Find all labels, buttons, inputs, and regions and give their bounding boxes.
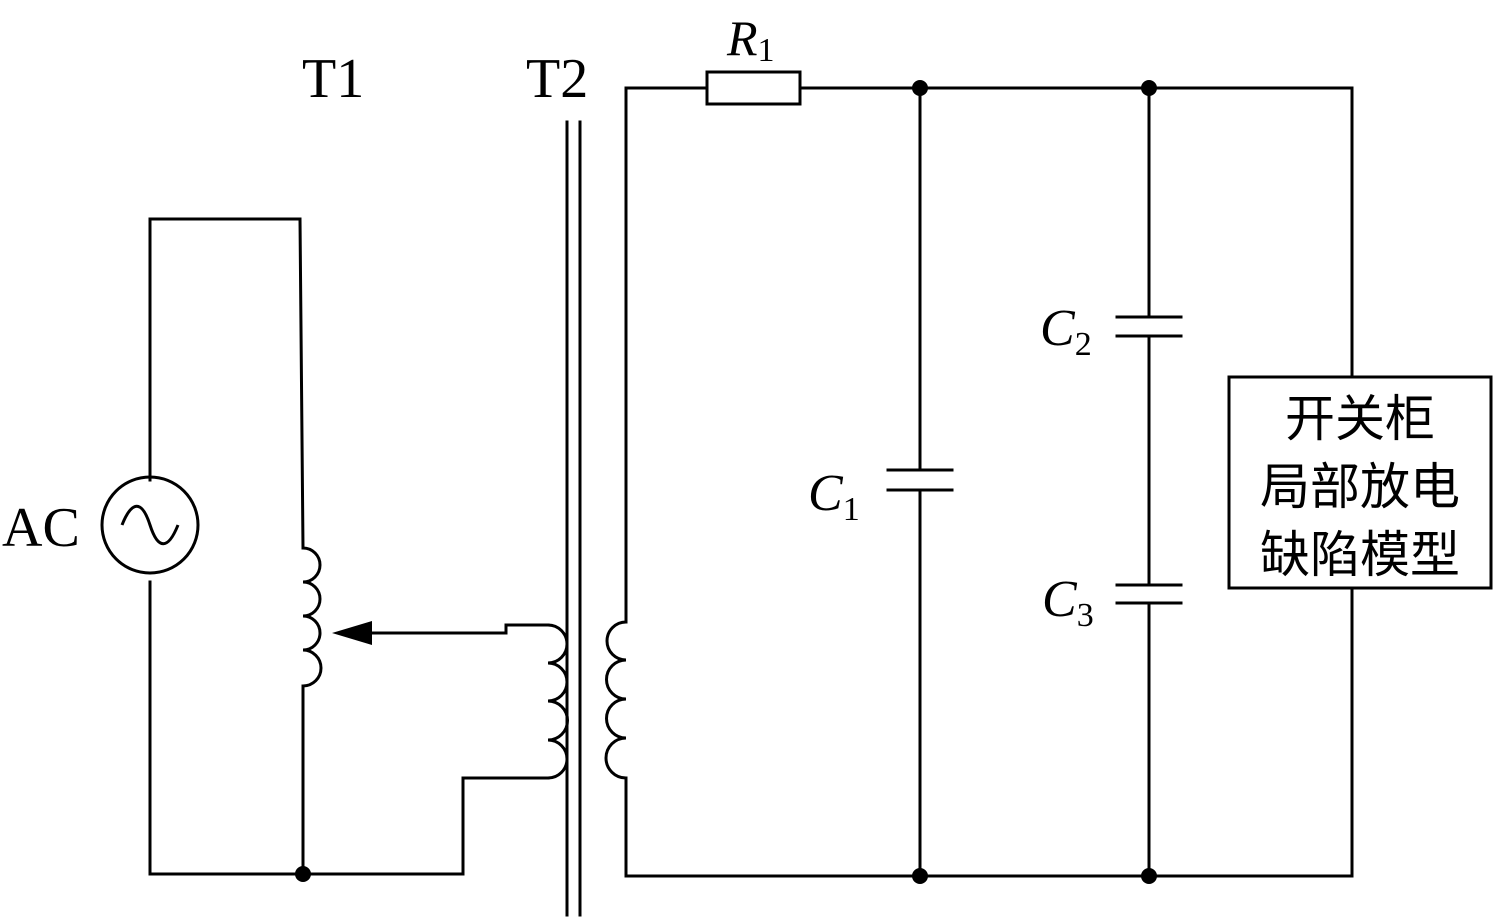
test-object-box — [1227, 375, 1493, 590]
junction-dot — [912, 868, 928, 884]
t2-label: T2 — [526, 48, 588, 110]
t2-secondary-winding — [604, 620, 627, 780]
c3-label: C3 — [1042, 571, 1094, 634]
junction-dot — [1141, 80, 1157, 96]
test-object-line-3: 缺陷模型 — [1260, 526, 1460, 584]
t1-variac-coil — [302, 546, 323, 688]
ac-label: AC — [2, 497, 80, 559]
junction-dot — [1141, 868, 1157, 884]
junction-dot — [912, 80, 928, 96]
c1-label: C1 — [808, 465, 860, 528]
t2-primary-winding — [547, 623, 569, 780]
capacitor-c2 — [1115, 86, 1183, 587]
capacitor-c1 — [886, 86, 954, 878]
c2-label: C2 — [1040, 300, 1092, 363]
r1-label: R1 — [726, 10, 775, 69]
capacitor-c3 — [1115, 583, 1183, 878]
secondary-wiring — [624, 86, 1354, 878]
sine-wave-icon — [120, 504, 180, 546]
resistor-r1 — [705, 70, 802, 106]
t2-core — [565, 120, 582, 917]
wiper-arrow-icon — [332, 621, 372, 645]
test-object-line-1: 开关柜 — [1285, 390, 1435, 448]
ac-source-circle — [100, 475, 200, 575]
primary-wiring — [148, 217, 550, 876]
test-object-line-2: 局部放电 — [1260, 458, 1460, 516]
ac-source — [100, 475, 200, 575]
junction-dots — [295, 80, 1157, 884]
junction-dot — [295, 866, 311, 882]
t1-label: T1 — [302, 48, 364, 110]
